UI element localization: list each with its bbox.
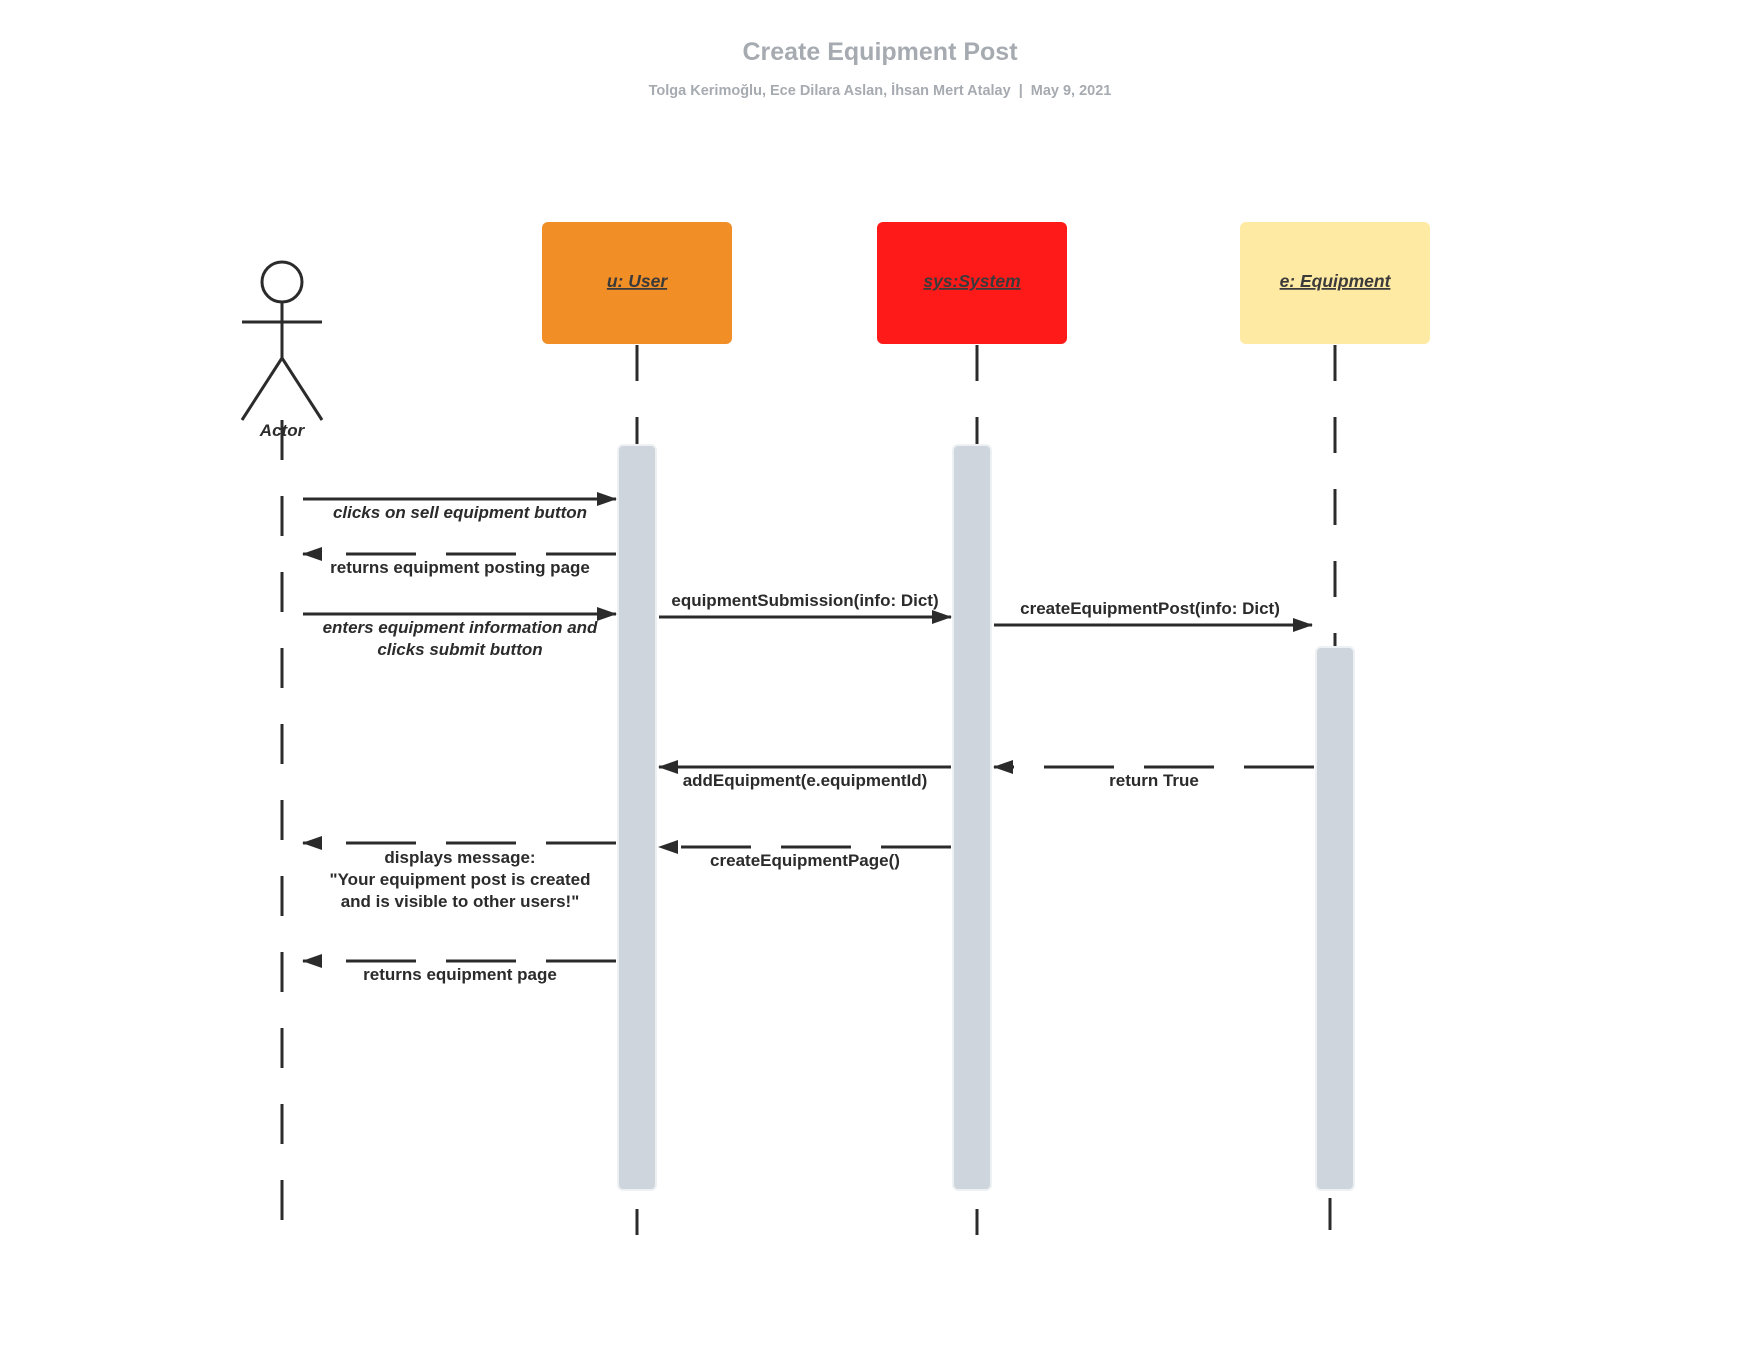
message-label: displays message: "Your equipment post is… [330, 848, 591, 911]
message-label-line: enters equipment information and [323, 618, 598, 637]
message-label: addEquipment(e.equipmentId) [683, 771, 928, 790]
authors-text: Tolga Kerimoğlu, Ece Dilara Aslan, İhsan… [648, 83, 1011, 99]
actor-leg-left [240, 357, 284, 421]
message-label-line: equipmentSubmission(info: Dict) [671, 591, 938, 610]
message-6: addEquipment(e.equipmentId) [658, 760, 951, 790]
actor-label: Actor [259, 421, 306, 440]
actor-head-icon [260, 260, 304, 304]
message-3: enters equipment information and clicks s… [303, 607, 617, 659]
participant-user: u: User [542, 222, 732, 344]
diagram-title: Create Equipment Post [742, 38, 1018, 66]
message-7: return True [993, 760, 1314, 790]
actor-figure [240, 260, 324, 421]
message-label-line: and is visible to other users!" [341, 892, 580, 911]
message-label: createEquipmentPost(info: Dict) [1020, 599, 1280, 618]
message-label: returns equipment page [363, 965, 557, 984]
participant-system: sys:System [877, 222, 1067, 344]
participant-equipment-box [1240, 222, 1430, 344]
participant-user-box [542, 222, 732, 344]
message-label: enters equipment information and clicks s… [323, 618, 598, 659]
message-label-line: returns equipment page [363, 965, 557, 984]
message-label-line: returns equipment posting page [330, 558, 590, 577]
message-1: clicks on sell equipment button [303, 492, 617, 522]
activation-equipment [1315, 646, 1355, 1191]
message-label-line: displays message: [384, 848, 535, 867]
participant-equipment: e: Equipment [1240, 222, 1430, 344]
participant-system-label: sys:System [923, 271, 1020, 291]
participant-equipment-label: e: Equipment [1280, 271, 1392, 291]
message-2: returns equipment posting page [302, 547, 616, 577]
message-4: equipmentSubmission(info: Dict) [659, 591, 952, 624]
activation-user [617, 444, 657, 1191]
participant-user-label: u: User [607, 271, 668, 291]
activation-system [952, 444, 992, 1191]
message-label-line: return True [1109, 771, 1199, 790]
messages: clicks on sell equipment button returns e… [302, 492, 1314, 984]
diagram-subtitle: Tolga Kerimoğlu, Ece Dilara Aslan, İhsan… [0, 83, 1760, 99]
message-label-line: "Your equipment post is created [330, 870, 591, 889]
message-label-line: addEquipment(e.equipmentId) [683, 771, 928, 790]
message-10: returns equipment page [302, 954, 616, 984]
participant-system-box [877, 222, 1067, 344]
message-label: return True [1109, 771, 1199, 790]
message-label: clicks on sell equipment button [333, 503, 587, 522]
actor-leg-right [280, 357, 324, 421]
message-label: equipmentSubmission(info: Dict) [671, 591, 938, 610]
message-label: returns equipment posting page [330, 558, 590, 577]
subtitle-separator: | [1018, 83, 1023, 99]
message-label-line: createEquipmentPage() [710, 851, 900, 870]
message-label-line: createEquipmentPost(info: Dict) [1020, 599, 1280, 618]
message-label: createEquipmentPage() [710, 851, 900, 870]
message-8: displays message: "Your equipment post is… [302, 836, 616, 911]
message-9: createEquipmentPage() [658, 840, 951, 870]
message-label-line: clicks on sell equipment button [333, 503, 587, 522]
message-5: createEquipmentPost(info: Dict) [994, 599, 1313, 632]
message-label-line: clicks submit button [377, 640, 542, 659]
date-text: May 9, 2021 [1030, 83, 1112, 99]
